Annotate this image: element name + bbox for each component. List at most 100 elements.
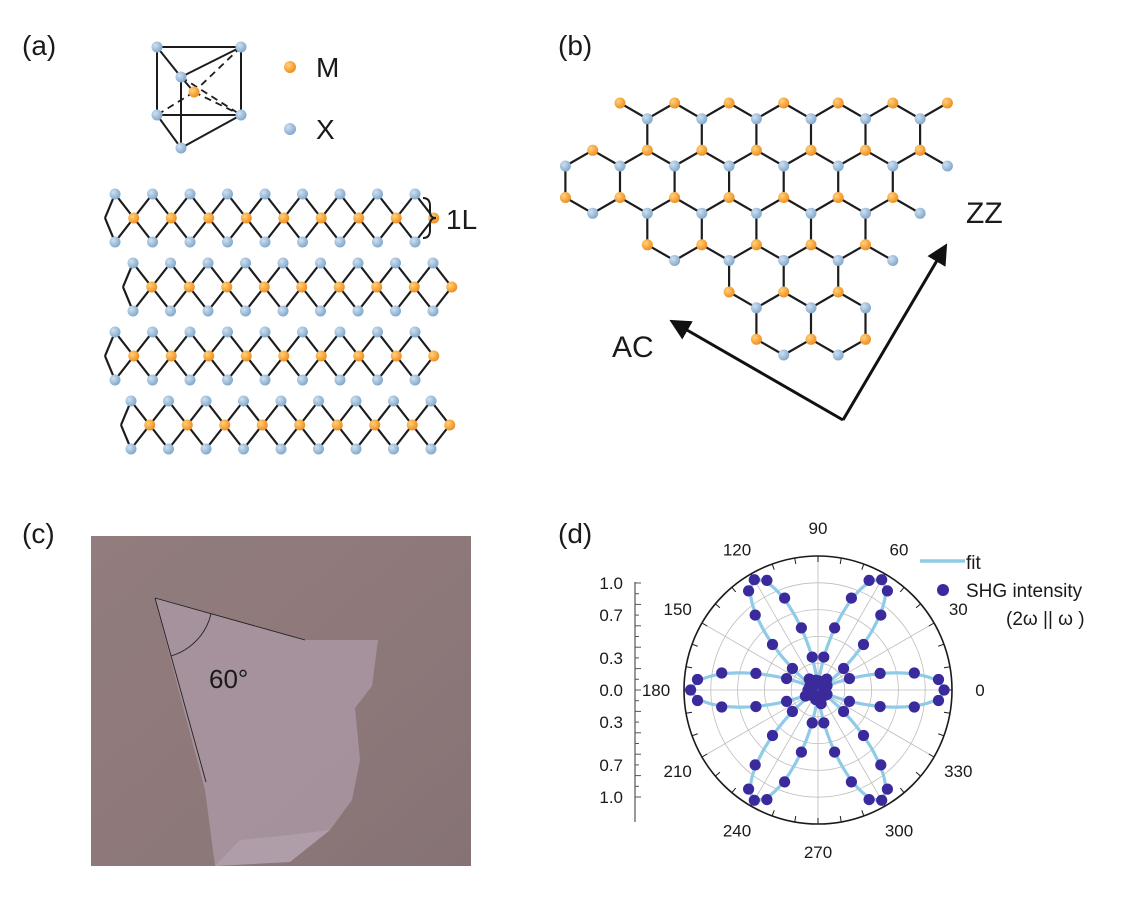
atom-m xyxy=(165,350,177,362)
lattice-atom-x xyxy=(941,160,953,172)
atom-m xyxy=(428,350,440,362)
panel-c-micrograph: 60° xyxy=(91,536,471,866)
shg-point xyxy=(761,794,773,806)
lattice-atom-x xyxy=(750,207,762,219)
polar-minor-tick xyxy=(715,603,721,609)
polar-minor-tick xyxy=(701,753,708,758)
polar-minor-tick xyxy=(771,563,775,570)
atom-x xyxy=(109,326,121,338)
flake-edge-line-left xyxy=(154,597,207,783)
shg-point xyxy=(749,759,761,771)
atom-x xyxy=(334,326,346,338)
polar-minor-tick xyxy=(915,771,921,777)
atom-m xyxy=(444,419,456,431)
atom-x xyxy=(222,374,233,386)
shg-point xyxy=(766,729,779,742)
layer-label: 1L xyxy=(446,204,477,235)
atom-x xyxy=(352,305,364,317)
shg-point xyxy=(781,695,793,708)
cell-atom-x xyxy=(175,142,187,154)
atom-x xyxy=(259,374,271,386)
cell-atom-x xyxy=(235,41,247,53)
polar-minor-tick xyxy=(839,557,842,565)
atom-x xyxy=(184,326,196,338)
lattice-atom-m xyxy=(669,192,681,203)
angle-tick-label: 0 xyxy=(975,681,984,700)
atom-x xyxy=(425,395,437,407)
lattice-atom-x xyxy=(669,160,681,172)
cell-atom-x xyxy=(151,109,163,121)
lattice-atom-x xyxy=(860,113,871,125)
atom-x xyxy=(350,443,362,455)
shg-points xyxy=(685,574,950,806)
atom-m xyxy=(315,350,327,362)
atom-m xyxy=(240,212,252,224)
shg-point xyxy=(750,667,762,680)
shg-point xyxy=(863,574,875,587)
atom-x xyxy=(390,305,401,317)
unit-cell-prism xyxy=(151,41,247,154)
shg-point xyxy=(845,776,858,788)
polar-grid-spoke xyxy=(817,573,886,691)
polar-minor-tick xyxy=(899,587,905,593)
angle-tick-label: 240 xyxy=(723,821,751,840)
shg-point xyxy=(685,684,697,696)
polar-minor-tick xyxy=(731,787,737,793)
angle-tick-label: 60 xyxy=(890,541,909,560)
shg-point xyxy=(806,651,818,663)
lattice-bonds xyxy=(564,102,948,356)
atom-m xyxy=(183,281,195,293)
mx2-layer xyxy=(103,188,440,248)
flake-edge-shade xyxy=(215,830,330,866)
atom-m xyxy=(146,281,158,293)
polar-minor-tick xyxy=(691,643,698,647)
lattice-atom-x xyxy=(696,113,708,125)
shg-point xyxy=(821,688,833,701)
atom-x xyxy=(147,374,158,386)
shg-point xyxy=(881,585,894,597)
atom-x xyxy=(109,236,121,248)
atom-x xyxy=(127,257,139,269)
shg-point xyxy=(716,667,728,679)
shg-point xyxy=(818,717,830,729)
atom-x xyxy=(425,443,437,455)
polar-minor-tick xyxy=(794,815,797,823)
shg-point xyxy=(815,698,827,710)
atom-x xyxy=(409,236,421,248)
atom-x xyxy=(165,257,176,269)
lattice-atom-x xyxy=(887,255,899,266)
panel-label-a: (a) xyxy=(22,30,56,61)
atom-x xyxy=(147,188,158,200)
shg-point xyxy=(938,684,950,696)
angle-tick-label: 180 xyxy=(642,681,670,700)
lattice-atom-m xyxy=(941,97,953,109)
shg-point xyxy=(843,695,856,708)
polar-minor-tick xyxy=(928,753,935,758)
layer-brace xyxy=(422,197,437,239)
lattice-atom-m xyxy=(778,97,790,109)
atom-x xyxy=(277,257,289,269)
atom-x xyxy=(165,305,176,317)
legend-shg-label: SHG intensity xyxy=(966,581,1083,602)
shg-point xyxy=(691,673,704,686)
polar-minor-tick xyxy=(731,587,737,593)
legend-chalcogen-label: X xyxy=(316,114,335,145)
lattice-atom-m xyxy=(778,286,790,298)
cell-edge xyxy=(156,46,182,78)
lattice-atom-x xyxy=(641,113,653,125)
atom-x xyxy=(163,395,174,407)
legend-metal-atom xyxy=(284,61,296,73)
cell-atom-m xyxy=(188,86,200,98)
atom-x xyxy=(109,188,121,200)
cell-edge-hidden xyxy=(193,91,242,116)
atom-x xyxy=(147,326,158,338)
shg-point xyxy=(803,673,815,685)
atom-m xyxy=(258,281,270,293)
lattice-atom-x xyxy=(832,349,844,361)
radial-tick-label: 1.0 xyxy=(599,788,623,807)
lattice-atom-x xyxy=(559,160,571,172)
panel-label-b: (b) xyxy=(558,30,592,61)
atom-x xyxy=(409,374,421,386)
lattice-atom-x xyxy=(805,113,817,125)
shg-point xyxy=(863,794,875,806)
